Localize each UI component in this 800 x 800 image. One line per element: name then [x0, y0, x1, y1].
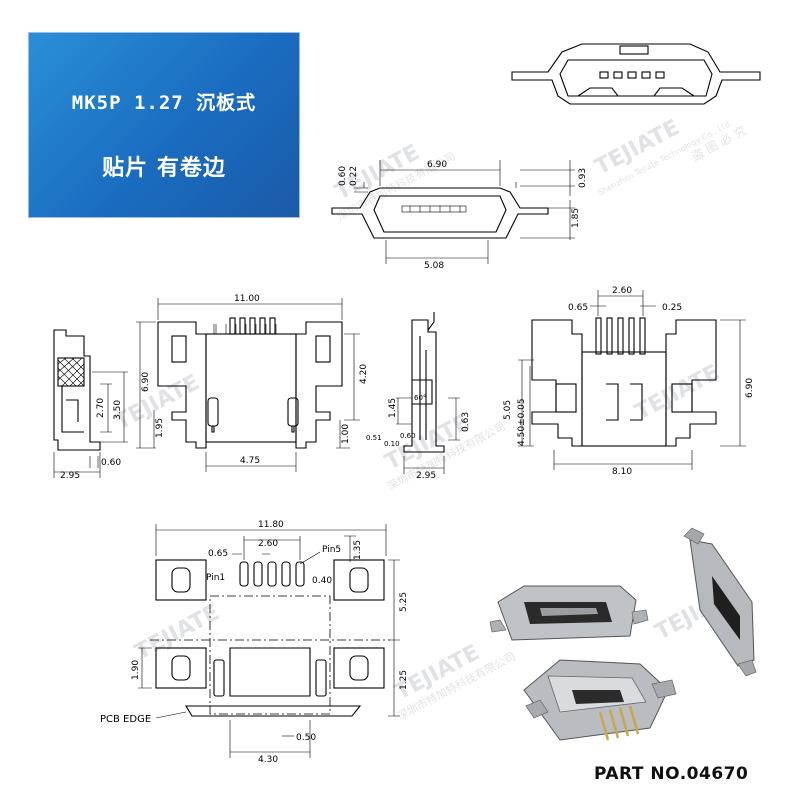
dim-fp-4-30: 4.30	[258, 755, 278, 765]
dim-bottom-4-50: 4.50±0.05	[517, 398, 527, 446]
product-photo-large	[523, 659, 677, 741]
dim-fp-2-60: 2.60	[258, 539, 278, 549]
dim-top-1-95: 1.95	[155, 418, 165, 438]
dim-front-1-85: 1.85	[571, 208, 581, 228]
title-banner: MK5P 1.27 沉板式 贴片 有卷边	[28, 32, 300, 218]
top-view: 11.00 6.90 4.20 1.95 1.00 4.75	[136, 294, 369, 472]
dim-profile-0-63: 0.63	[461, 412, 471, 432]
dim-fp-5-25: 5.25	[399, 592, 409, 612]
dim-fp-1-35: 1.35	[353, 540, 363, 560]
dim-bottom-0-25: 0.25	[662, 303, 682, 313]
footprint-view: 11.80 2.60 0.65 1.35 0.40 Pin1 Pin5 5.25…	[100, 520, 409, 765]
dim-top-4-75: 4.75	[240, 456, 260, 466]
side-view: 2.70 3.50 2.95 0.60	[53, 329, 128, 481]
dim-side-2-95: 2.95	[60, 471, 80, 481]
dim-fp-11-80: 11.80	[258, 520, 284, 530]
dim-profile-0-60: 0.60	[400, 432, 416, 440]
dim-fp-0-40: 0.40	[312, 576, 332, 586]
dim-top-4-20: 4.20	[359, 364, 369, 384]
dim-fp-1-25: 1.25	[399, 670, 409, 690]
front-view: 6.90 0.60 0.22 0.93 1.85 5.08	[331, 160, 588, 271]
label-pcb-edge: PCB EDGE	[100, 714, 151, 725]
dim-side-0-60: 0.60	[101, 458, 121, 468]
product-photo-side	[683, 527, 757, 677]
dim-side-2-70: 2.70	[96, 398, 106, 418]
dim-fp-0-65: 0.65	[208, 549, 228, 559]
dim-profile-0-10: 0.10	[384, 440, 400, 448]
watermark-brand-5: TEJIATE	[631, 360, 724, 425]
watermark-group: TEJIATE 深圳市特加特科技有限公司 TEJIATE Shenzhen Te…	[111, 115, 748, 723]
dim-front-6-90: 6.90	[427, 160, 447, 170]
dim-side-3-50: 3.50	[113, 400, 123, 420]
dim-bottom-0-65: 0.65	[568, 303, 588, 313]
dim-profile-1-45: 1.45	[388, 398, 398, 418]
dim-bottom-6-90: 6.90	[745, 378, 755, 398]
dim-top-1-00: 1.00	[341, 424, 351, 444]
product-photo-front	[489, 585, 649, 641]
iso-outline-view	[511, 43, 761, 105]
dim-bottom-5-05: 5.05	[503, 400, 513, 420]
label-pin1: Pin1	[206, 573, 225, 583]
bottom-view: 2.60 0.65 0.25 5.05 4.50±0.05 6.90 8.10	[503, 286, 755, 477]
dim-top-6-90: 6.90	[141, 372, 151, 392]
dim-profile-angle: 60°	[414, 394, 426, 402]
dim-top-11-00: 11.00	[234, 294, 260, 304]
dim-bottom-8-10: 8.10	[612, 467, 632, 477]
label-pin5: Pin5	[322, 545, 341, 555]
dim-fp-1-90: 1.90	[131, 660, 141, 680]
dim-profile-2-95: 2.95	[416, 471, 436, 481]
dim-front-0-93: 0.93	[578, 168, 588, 188]
dim-front-0-22: 0.22	[349, 166, 359, 186]
banner-line-1: MK5P 1.27 沉板式	[71, 92, 257, 114]
dim-fp-0-50: 0.50	[296, 733, 316, 743]
dim-front-5-08: 5.08	[424, 261, 444, 271]
banner-line-2: 贴片 有卷边	[102, 156, 226, 181]
part-number: PART NO.04670	[594, 764, 749, 784]
dim-bottom-2-60: 2.60	[612, 286, 632, 296]
profile-view: 1.45 0.60 0.51 0.10 60° 0.63 2.95	[366, 312, 471, 481]
dim-profile-0-51: 0.51	[366, 434, 382, 442]
dim-front-0-60: 0.60	[338, 166, 348, 186]
